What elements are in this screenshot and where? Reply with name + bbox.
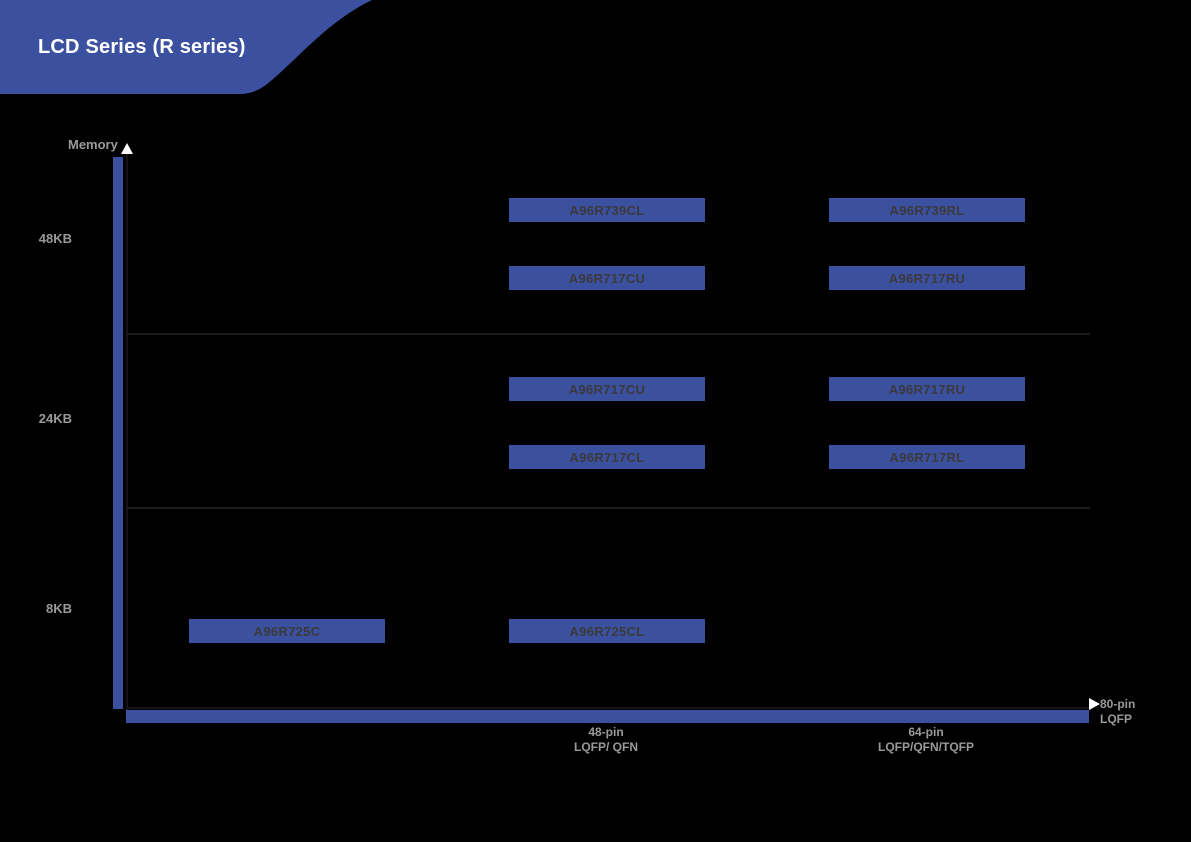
part-box-label: A96R717CU: [568, 270, 646, 286]
y-tick-48kb: 48KB: [38, 231, 72, 246]
part-box-label: A96R717RU: [888, 381, 966, 397]
x-axis-bar: [126, 710, 1089, 723]
part-box[interactable]: A96R739RL: [829, 198, 1025, 222]
y-axis-arrow-icon: [121, 143, 133, 154]
x-tick-48pin: 48-pin LQFP/ QFN: [506, 725, 706, 755]
part-box-label: A96R725C: [253, 623, 321, 639]
x-tick-64pin-line1: 64-pin: [908, 725, 944, 739]
x-tick-64pin: 64-pin LQFP/QFN/TQFP: [826, 725, 1026, 755]
band-divider-upper: [126, 333, 1090, 335]
part-box-label: A96R717CU: [568, 381, 646, 397]
x-tick-48pin-line1: 48-pin: [588, 725, 624, 739]
y-axis-line: [126, 152, 128, 712]
part-box[interactable]: A96R717CL: [509, 445, 705, 469]
y-tick-8kb: 8KB: [45, 601, 72, 616]
part-box[interactable]: A96R717RU: [829, 266, 1025, 290]
header-banner: [0, 0, 372, 96]
part-box[interactable]: A96R717RL: [829, 445, 1025, 469]
part-box[interactable]: A96R739CL: [509, 198, 705, 222]
part-box[interactable]: A96R717RU: [829, 377, 1025, 401]
x-tick-48pin-line2: LQFP/ QFN: [574, 740, 638, 754]
part-box[interactable]: A96R725C: [189, 619, 385, 643]
part-box-label: A96R717CL: [569, 449, 645, 465]
part-box-label: A96R725CL: [569, 623, 645, 639]
part-box-label: A96R717RL: [889, 449, 965, 465]
band-divider-lower: [126, 507, 1090, 509]
part-box-label: A96R717RU: [888, 270, 966, 286]
part-box[interactable]: A96R725CL: [509, 619, 705, 643]
header-banner-shape: [0, 0, 372, 94]
part-box-label: A96R739RL: [889, 202, 965, 218]
x-tick-80pin-line1: 80-pin: [1100, 697, 1136, 711]
x-tick-80pin: 80-pin LQFP: [1100, 697, 1135, 727]
x-tick-64pin-line2: LQFP/QFN/TQFP: [878, 740, 974, 754]
part-box[interactable]: A96R717CU: [509, 377, 705, 401]
part-box[interactable]: A96R717CU: [509, 266, 705, 290]
x-axis-line: [126, 707, 1092, 709]
x-axis-arrow-icon: [1089, 698, 1100, 710]
y-axis-bar: [113, 157, 123, 709]
page-title: LCD Series (R series): [38, 36, 246, 58]
x-tick-80pin-line2: LQFP: [1100, 712, 1132, 726]
y-tick-24kb: 24KB: [38, 411, 72, 426]
part-box-label: A96R739CL: [569, 202, 645, 218]
y-axis-title: Memory: [68, 137, 118, 152]
